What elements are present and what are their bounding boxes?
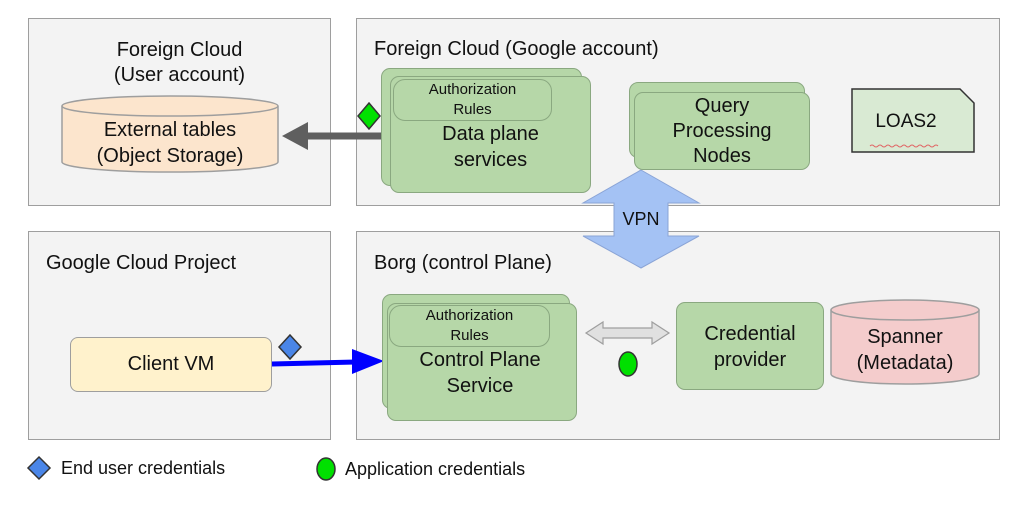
- spanner-cylinder: [830, 299, 980, 385]
- credential-provider-box: [676, 302, 824, 390]
- control-plane-credential-double-arrow: [584, 320, 671, 346]
- data-plane-services-label: Data plane services: [442, 123, 539, 171]
- query-processing-nodes-box: [634, 92, 810, 170]
- panel-foreign-cloud-user-title: Foreign Cloud (User account): [113, 39, 246, 86]
- client-to-control-plane-arrow: [271, 359, 357, 367]
- panel-google-cloud-project-title: Google Cloud Project: [46, 252, 237, 274]
- control-plane-service-label: Control Plane Service: [419, 349, 541, 397]
- vpn-double-arrow: [581, 169, 701, 269]
- data-plane-authorization-rules: Authorization Rules: [393, 79, 552, 121]
- loas2-label: LOAS2: [875, 111, 937, 132]
- panel-borg-title: Borg (control Plane): [374, 252, 552, 274]
- spanner-label: Spanner (Metadata): [856, 326, 954, 374]
- control-plane-authorization-rules: Authorization Rules: [389, 305, 550, 347]
- legend-application-credentials: Application credentials: [345, 459, 526, 479]
- vpn-label: VPN: [622, 209, 660, 229]
- legend-end-user-credentials: End user credentials: [61, 458, 226, 478]
- external-tables-label: External tables (Object Storage): [96, 119, 244, 167]
- legend-end-user-diamond: [26, 455, 52, 481]
- app-credential-circle: [618, 351, 638, 377]
- panel-foreign-cloud-google-title: Foreign Cloud (Google account): [374, 38, 659, 60]
- query-processing-nodes-label: Query Processing Nodes: [672, 95, 772, 167]
- credential-provider-label: Credential provider: [704, 323, 796, 371]
- app-credential-diamond: [357, 101, 381, 131]
- loas2-document: [851, 88, 975, 153]
- external-tables-cylinder: [61, 95, 279, 173]
- client-vm-box: [70, 337, 272, 392]
- legend-application-circle: [316, 457, 336, 481]
- end-user-credential-diamond: [277, 333, 303, 361]
- client-vm-label: Client VM: [127, 353, 215, 375]
- panel-google-cloud-project: [28, 231, 331, 440]
